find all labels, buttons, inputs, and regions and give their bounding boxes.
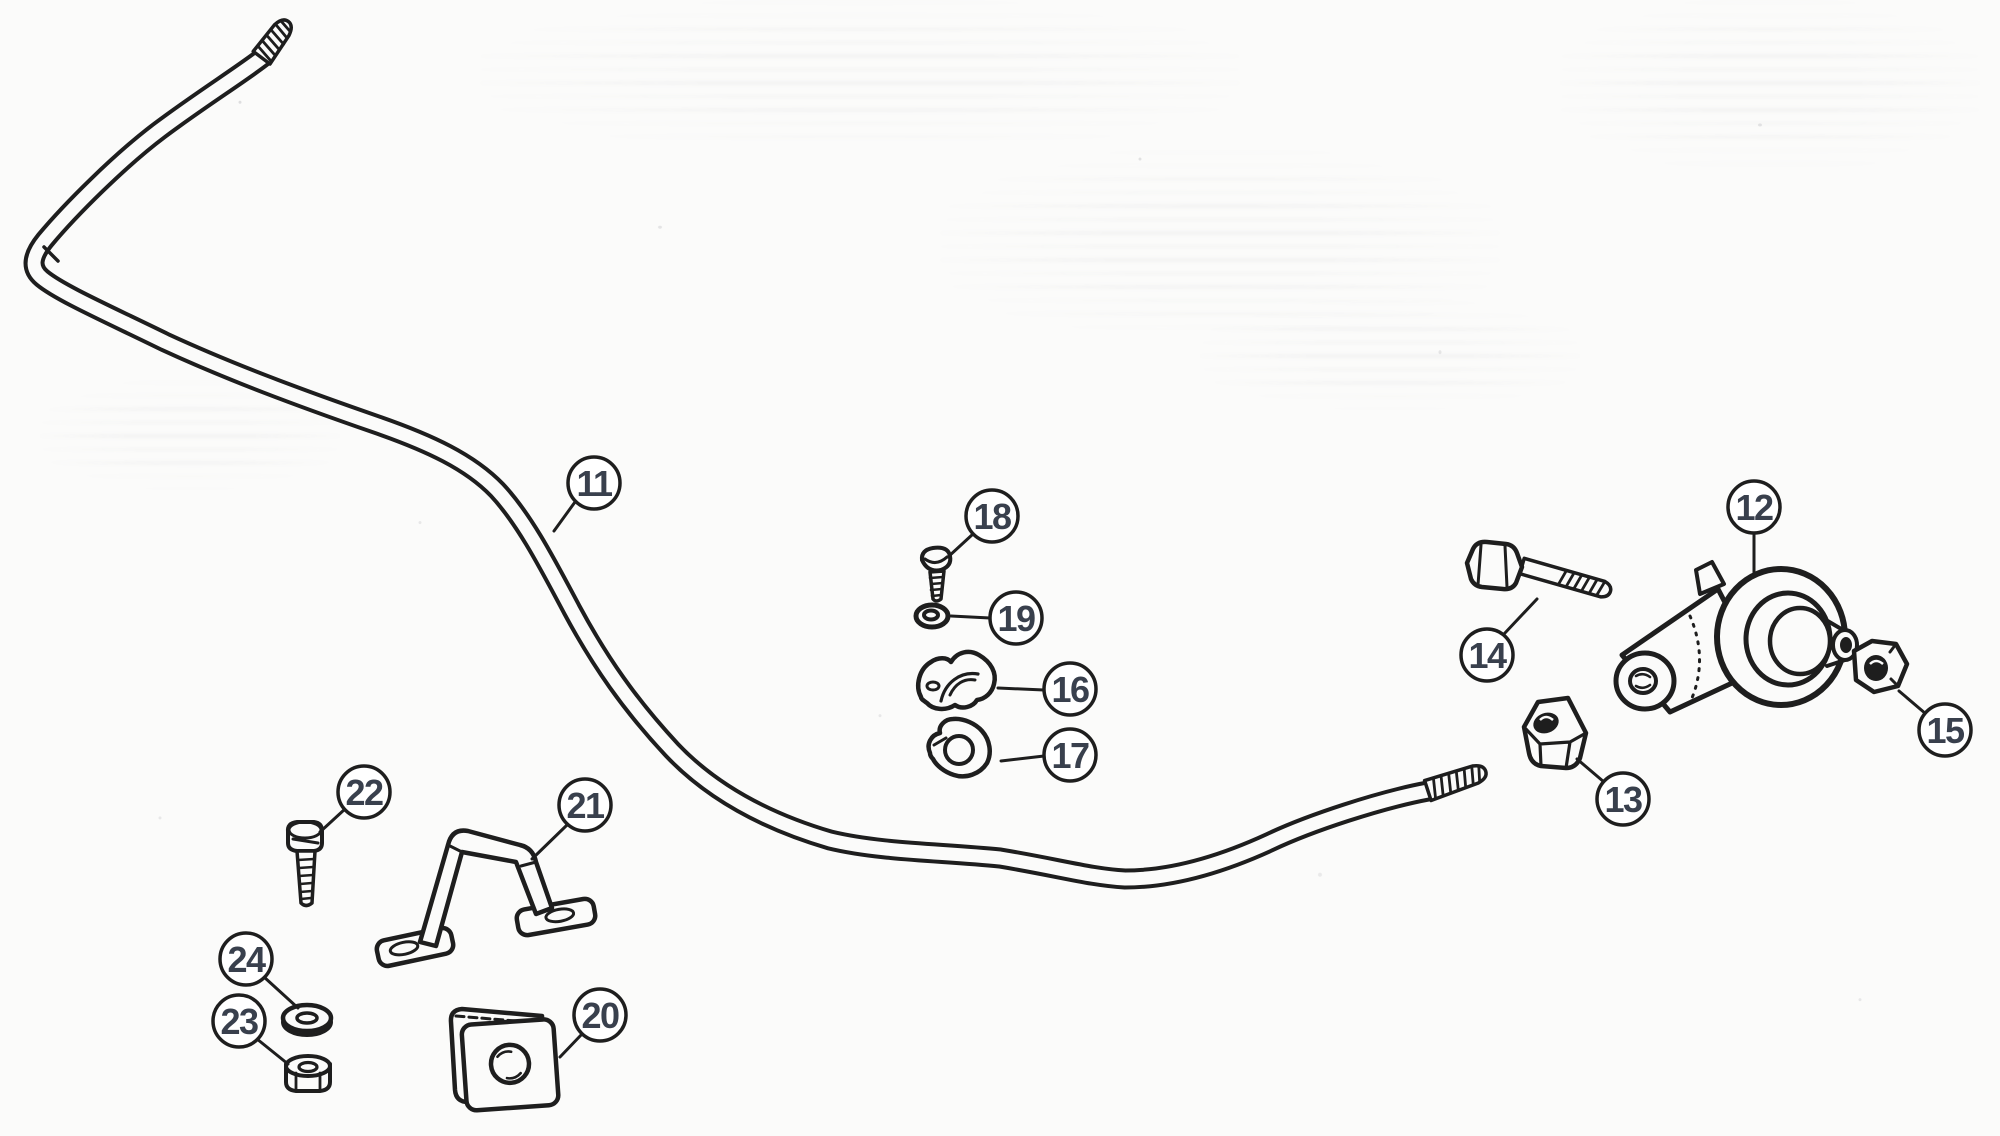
callout-22-number: 22	[345, 772, 383, 813]
callout-23: 23	[211, 993, 267, 1049]
callout-11: 11	[566, 455, 622, 511]
callout-15-number: 15	[1926, 710, 1965, 751]
lock-washer-drawing	[913, 602, 951, 630]
callout-12: 12	[1726, 479, 1782, 535]
callout-16: 16	[1042, 661, 1098, 717]
clamp-bolt-drawing	[919, 545, 953, 603]
bar-right-threaded-tip	[1422, 764, 1488, 803]
callout-20: 20	[572, 987, 628, 1043]
callout-21: 21	[557, 777, 613, 833]
stabilizer-bar-drawing	[23, 18, 1488, 890]
callout-12-number: 12	[1735, 487, 1773, 528]
bracket-washer-drawing	[280, 1002, 334, 1037]
clamp-lower-half-drawing	[926, 716, 992, 779]
callout-13-number: 13	[1604, 779, 1642, 820]
callout-20-number: 20	[581, 995, 619, 1036]
link-bolt-drawing	[1464, 539, 1613, 599]
callout-19: 19	[988, 590, 1044, 646]
callout-17: 17	[1042, 727, 1098, 783]
bracket-nut-drawing	[284, 1054, 332, 1093]
link-nut-drawing	[1521, 695, 1589, 771]
callout-14: 14	[1459, 627, 1515, 683]
callout-23-number: 23	[220, 1001, 258, 1042]
callout-18: 18	[964, 488, 1020, 544]
bushing-block-drawing	[448, 1006, 561, 1113]
link-end-nut-drawing	[1851, 638, 1910, 695]
callout-22: 22	[336, 764, 392, 820]
callout-24: 24	[218, 931, 274, 987]
callout-21-number: 21	[566, 785, 605, 826]
mounting-bracket-drawing	[374, 828, 598, 969]
bar-left-threaded-tip	[251, 18, 293, 66]
callout-17-number: 17	[1051, 735, 1089, 776]
callout-24-number: 24	[227, 939, 266, 980]
callout-14-number: 14	[1468, 635, 1507, 676]
callout-11-number: 11	[576, 463, 613, 504]
bar-bend-fold-line	[42, 245, 60, 263]
callout-16-number: 16	[1051, 669, 1089, 710]
callout-19-number: 19	[997, 598, 1035, 639]
callout-13: 13	[1595, 771, 1651, 827]
callout-15: 15	[1917, 702, 1973, 758]
callout-18-number: 18	[973, 496, 1011, 537]
link-assembly-drawing	[1613, 560, 1859, 715]
clamp-upper-half-drawing	[916, 649, 997, 712]
bracket-bolt-drawing	[285, 820, 324, 908]
leader-lines	[255, 500, 1928, 1066]
